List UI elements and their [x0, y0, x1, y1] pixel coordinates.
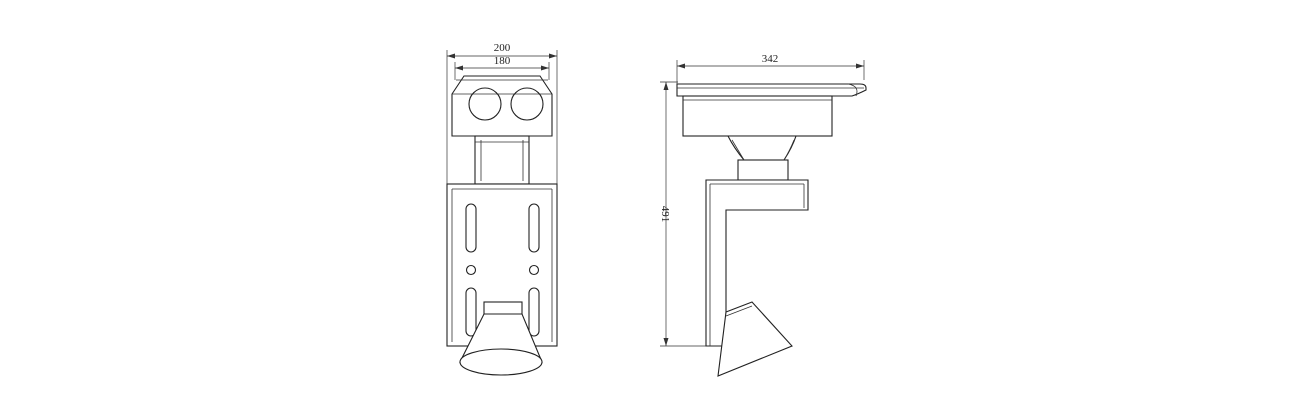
front-sensor-housing — [451, 75, 553, 137]
slot-upper-left — [465, 203, 477, 253]
dimension-342-label: 342 — [762, 53, 779, 65]
dimension-200: 200 — [446, 42, 558, 185]
hole-left — [465, 264, 477, 276]
side-l-bracket — [705, 179, 809, 347]
side-view: 342 491 — [659, 53, 867, 377]
side-pole-clamp — [717, 301, 793, 377]
side-body — [682, 95, 833, 137]
hole-right — [528, 264, 540, 276]
slot-lower-left — [465, 287, 477, 337]
dimension-491: 491 — [659, 81, 712, 347]
front-lens-left — [468, 87, 502, 121]
front-view: 200 180 — [446, 42, 558, 376]
dimension-180: 180 — [454, 55, 550, 80]
dimension-342: 342 — [676, 53, 865, 88]
side-top-cover — [676, 83, 867, 97]
dimension-491-label: 491 — [659, 206, 671, 223]
slot-upper-right — [528, 203, 540, 253]
dimension-200-label: 200 — [494, 42, 511, 54]
front-lens-right — [510, 87, 544, 121]
front-neck — [474, 135, 530, 185]
dimension-180-label: 180 — [494, 55, 511, 67]
side-joint — [727, 135, 797, 181]
slot-lower-right — [528, 287, 540, 337]
front-pole-clamp — [459, 301, 543, 376]
